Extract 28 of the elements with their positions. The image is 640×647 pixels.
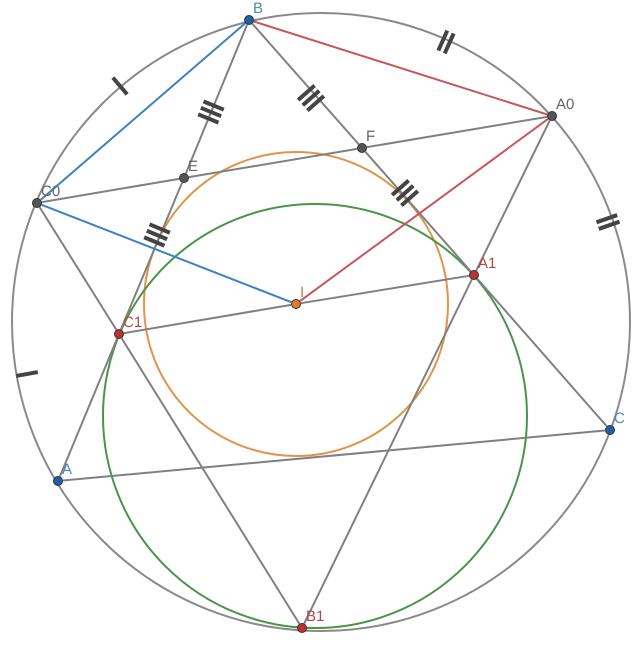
line-segment (184, 24, 248, 174)
point-label: I (300, 284, 304, 301)
line-segment (364, 151, 472, 272)
line-segment (476, 278, 608, 427)
line-segment (62, 429, 606, 482)
line-segment (124, 304, 292, 334)
line-segment (41, 204, 292, 304)
line-segment (59, 338, 118, 477)
point-label: A0 (556, 96, 574, 113)
line-segment (120, 338, 300, 624)
point-label: F (366, 128, 376, 145)
line-segment (40, 22, 246, 200)
line-segment (120, 182, 183, 330)
point-label: B1 (306, 608, 324, 625)
line-segment (252, 23, 360, 145)
line-segment (38, 206, 118, 330)
point-label: B (253, 0, 264, 17)
point-label: C (614, 410, 625, 427)
line-segment (475, 120, 551, 271)
line-segment (299, 118, 549, 302)
line-segment (300, 274, 470, 304)
line-segment (253, 20, 548, 116)
line-segment (366, 116, 548, 148)
point-label: E (188, 158, 198, 175)
line-segment (42, 178, 180, 204)
line-segment (188, 148, 358, 178)
line-segment (303, 279, 473, 624)
point-label: A (62, 461, 72, 478)
